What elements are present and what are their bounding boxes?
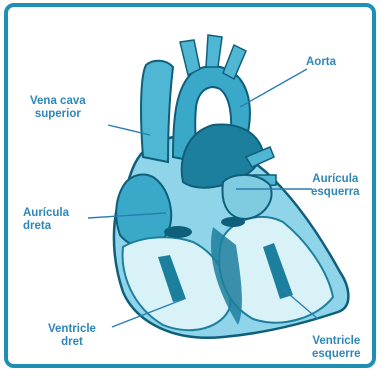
label-aorta: Aorta [306, 56, 336, 69]
label-ventricle-dret-line1: Ventricle [48, 323, 96, 336]
vena-cava-shape [141, 61, 173, 162]
label-ventricle-dret: Ventricle dret [48, 323, 96, 349]
mitral-valve [221, 217, 245, 227]
diagram-frame: Aorta Vena cava superior Aurícula esquer… [4, 3, 376, 368]
label-auricula-esquerra: Aurícula esquerra [311, 173, 360, 199]
label-auricula-esquerra-line2: esquerra [311, 186, 360, 199]
aorta-leader-line [240, 69, 307, 107]
label-auricula-dreta: Aurícula dreta [23, 207, 69, 233]
label-ventricle-esquerre-line2: esquerre [312, 348, 361, 361]
label-vena-cava-superior: Vena cava superior [30, 95, 86, 121]
label-ventricle-esquerre-line1: Ventricle [312, 335, 361, 348]
aortic-branch-3 [223, 45, 246, 79]
right-atrium-shape [116, 175, 171, 247]
label-auricula-esquerra-line1: Aurícula [311, 173, 360, 186]
label-auricula-dreta-line2: dreta [23, 220, 69, 233]
label-ventricle-esquerre: Ventricle esquerre [312, 335, 361, 361]
label-vena-cava-line1: Vena cava [30, 95, 86, 108]
aortic-branch-1 [180, 40, 200, 75]
label-auricula-dreta-line1: Aurícula [23, 207, 69, 220]
tricuspid-valve [164, 226, 192, 238]
label-aorta-text: Aorta [306, 56, 336, 69]
label-ventricle-dret-line2: dret [48, 336, 96, 349]
aortic-branch-2 [206, 35, 222, 67]
label-vena-cava-line2: superior [30, 108, 86, 121]
